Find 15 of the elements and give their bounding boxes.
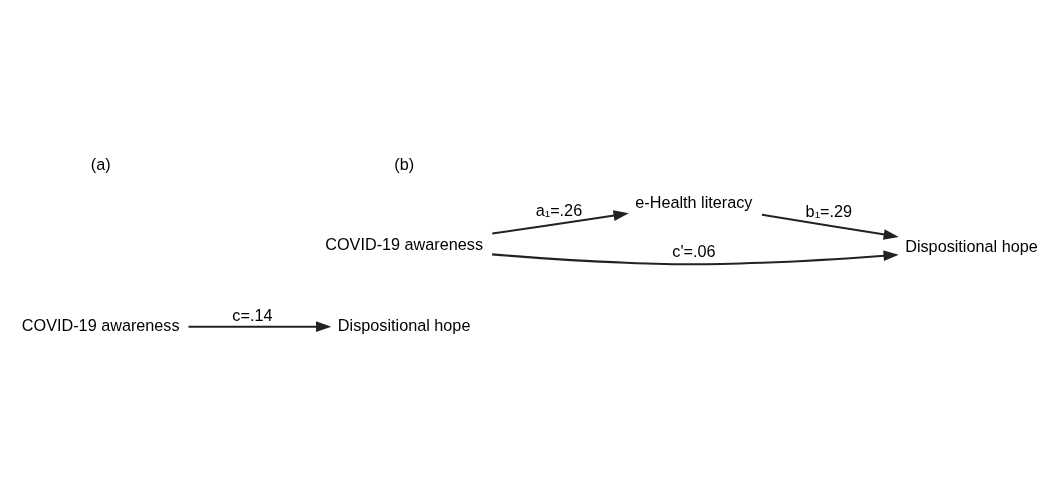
edge-label: c=.14 — [232, 305, 273, 324]
arrow — [188, 320, 332, 332]
edge-label: b₁=.29 — [805, 201, 853, 220]
label: (a) — [90, 154, 111, 173]
node-text: COVID-19 awareness — [325, 234, 484, 253]
node-text: e-Health literacy — [635, 192, 753, 211]
node-text: Dispositional hope — [337, 315, 471, 334]
arrow — [761, 213, 899, 240]
node-text: COVID-19 awareness — [21, 315, 180, 334]
arrow — [492, 249, 899, 265]
label: (b) — [394, 154, 415, 173]
edge-label: c'=.06 — [672, 241, 716, 260]
edge-label: a₁=.26 — [535, 200, 583, 219]
arrow — [492, 209, 629, 235]
node-text: Dispositional hope — [905, 236, 1038, 255]
